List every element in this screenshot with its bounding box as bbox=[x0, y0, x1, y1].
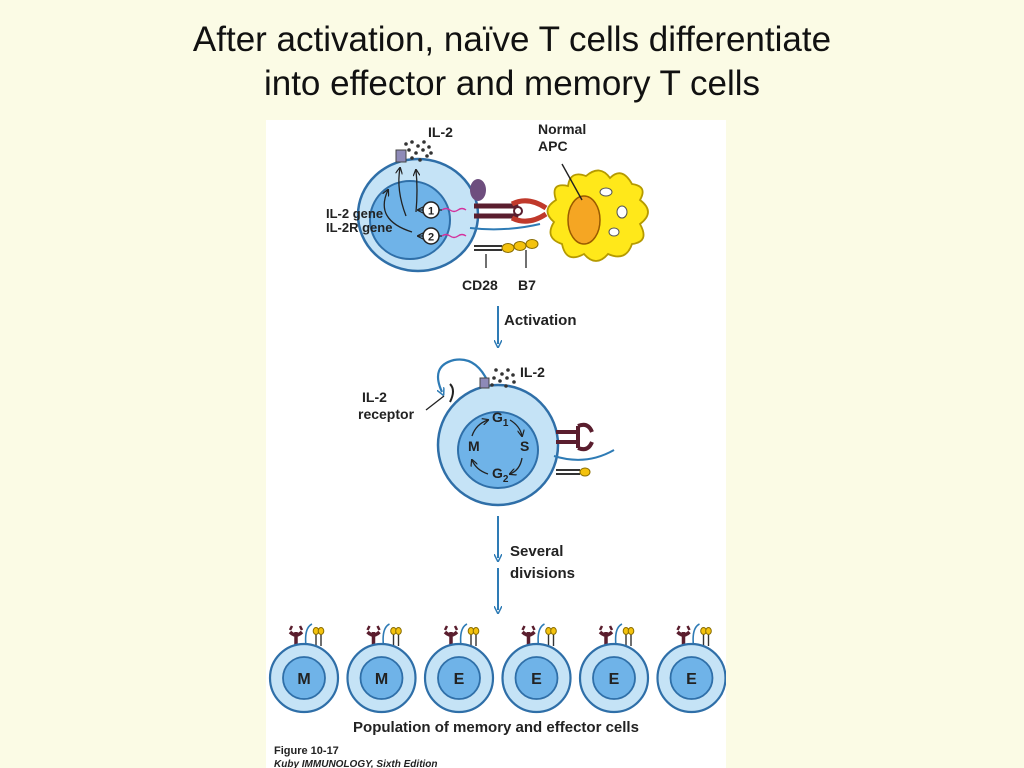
step-2-label: 2 bbox=[428, 232, 434, 244]
il2r-gene-label: IL-2R gene bbox=[326, 220, 392, 235]
cell-type-label: M bbox=[375, 671, 388, 688]
step-2-badge: 2 bbox=[422, 227, 440, 245]
cell-type-label: E bbox=[454, 671, 465, 688]
step-1-label: 1 bbox=[428, 206, 434, 218]
figure-panel: IL-2 IL-2 gene IL-2R gene 1 2 CD28 B7 bbox=[266, 120, 726, 768]
b7-label: B7 bbox=[518, 277, 536, 293]
il2-dots-middle bbox=[479, 368, 516, 389]
effector-cell: E bbox=[578, 623, 650, 714]
cell-type-label: M bbox=[297, 671, 310, 688]
g2-label: G2 bbox=[492, 465, 509, 485]
cd28-b7-interface bbox=[469, 223, 541, 268]
figure-label: Figure 10-17 bbox=[274, 745, 339, 757]
il2-label-middle: IL-2 bbox=[520, 364, 545, 380]
m-label: M bbox=[468, 438, 480, 454]
il2-label-top: IL-2 bbox=[428, 124, 453, 140]
effector-cell: E bbox=[423, 623, 495, 714]
coreceptor-hook bbox=[469, 223, 541, 231]
effector-cell: E bbox=[501, 623, 572, 714]
memory-cell: M bbox=[346, 623, 417, 714]
normal-apc-label-2: APC bbox=[538, 138, 568, 154]
autocrine-loop-arrow bbox=[438, 358, 489, 392]
signal-1-squiggle bbox=[441, 207, 467, 213]
activated-t-cell bbox=[436, 383, 560, 507]
divisions-label: divisions bbox=[510, 565, 575, 582]
title-line-1: After activation, naïve T cells differen… bbox=[192, 20, 832, 59]
cd28-label: CD28 bbox=[462, 277, 498, 293]
slide-title: After activation, naïve T cells differen… bbox=[0, 18, 1024, 106]
figure-source: Kuby IMMUNOLOGY, Sixth Edition bbox=[274, 759, 438, 768]
effector-cell: E bbox=[656, 623, 726, 714]
il2-gene-label: IL-2 gene bbox=[326, 206, 383, 221]
il2-receptor-shape bbox=[425, 383, 454, 411]
title-line-2: into effector and memory T cells bbox=[263, 64, 761, 103]
cell-type-label: E bbox=[531, 671, 542, 688]
normal-apc bbox=[546, 163, 649, 262]
tcr-mhc-interface bbox=[470, 179, 548, 224]
population-caption: Population of memory and effector cells bbox=[353, 719, 639, 736]
normal-apc-label-1: Normal bbox=[538, 121, 586, 137]
g1-label: G1 bbox=[492, 409, 509, 429]
il2-dots-top bbox=[395, 140, 433, 163]
t-cell-diagram: IL-2 IL-2 gene IL-2R gene 1 2 CD28 B7 bbox=[268, 121, 726, 768]
cell-type-label: E bbox=[609, 671, 620, 688]
signal-2-squiggle bbox=[441, 233, 467, 239]
il2-receptor-label-1: IL-2 bbox=[362, 389, 387, 405]
cell-type-label: E bbox=[686, 671, 697, 688]
memory-cell: M bbox=[268, 623, 340, 714]
several-label: Several bbox=[510, 543, 563, 560]
activation-label: Activation bbox=[504, 312, 577, 329]
il2-receptor-label-2: receptor bbox=[358, 406, 415, 422]
s-label: S bbox=[520, 438, 529, 454]
middle-cell-receptors bbox=[553, 422, 615, 477]
step-1-badge: 1 bbox=[422, 201, 440, 219]
cell-cycle: G1 S G2 M bbox=[468, 409, 529, 485]
